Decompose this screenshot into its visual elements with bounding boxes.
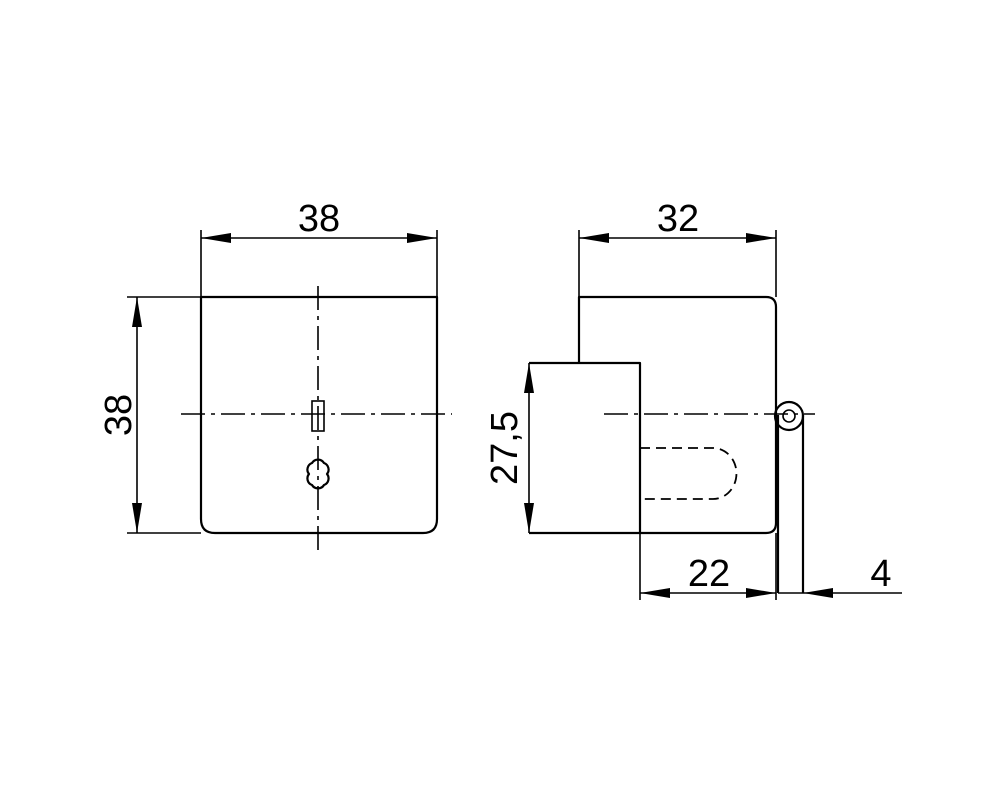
front-height-label: 38: [98, 394, 140, 436]
side-height-arrow-bottom: [524, 503, 534, 533]
slot-arrow-right: [746, 588, 776, 598]
pin-rectangle: [311, 400, 325, 432]
side-view: 32 27,5 22 4: [484, 198, 902, 600]
slot-label: 22: [688, 553, 730, 595]
slot-arrow-left: [640, 588, 670, 598]
pivot-eye-outer: [773, 400, 805, 432]
front-height-arrow-bottom: [132, 503, 142, 533]
keyhole-icon: [306, 458, 330, 490]
side-lower-block: [529, 361, 642, 535]
front-width-arrow-right: [407, 233, 437, 243]
plate-label: 4: [870, 553, 891, 595]
side-width-arrow-right: [746, 233, 776, 243]
front-width-label: 38: [298, 198, 340, 240]
front-body-outline: [199, 295, 439, 535]
side-width-arrow-left: [579, 233, 609, 243]
front-width-arrow-left: [201, 233, 231, 243]
pivot-eye-inner: [782, 409, 796, 423]
front-view: 38 38: [98, 198, 452, 556]
side-width-label: 32: [657, 198, 699, 240]
front-height-arrow-top: [132, 297, 142, 327]
plate-arrow: [803, 588, 833, 598]
hidden-slot: [640, 447, 738, 500]
side-height-arrow-top: [524, 363, 534, 393]
side-height-label: 27,5: [484, 411, 526, 485]
side-upper-block: [577, 295, 778, 535]
